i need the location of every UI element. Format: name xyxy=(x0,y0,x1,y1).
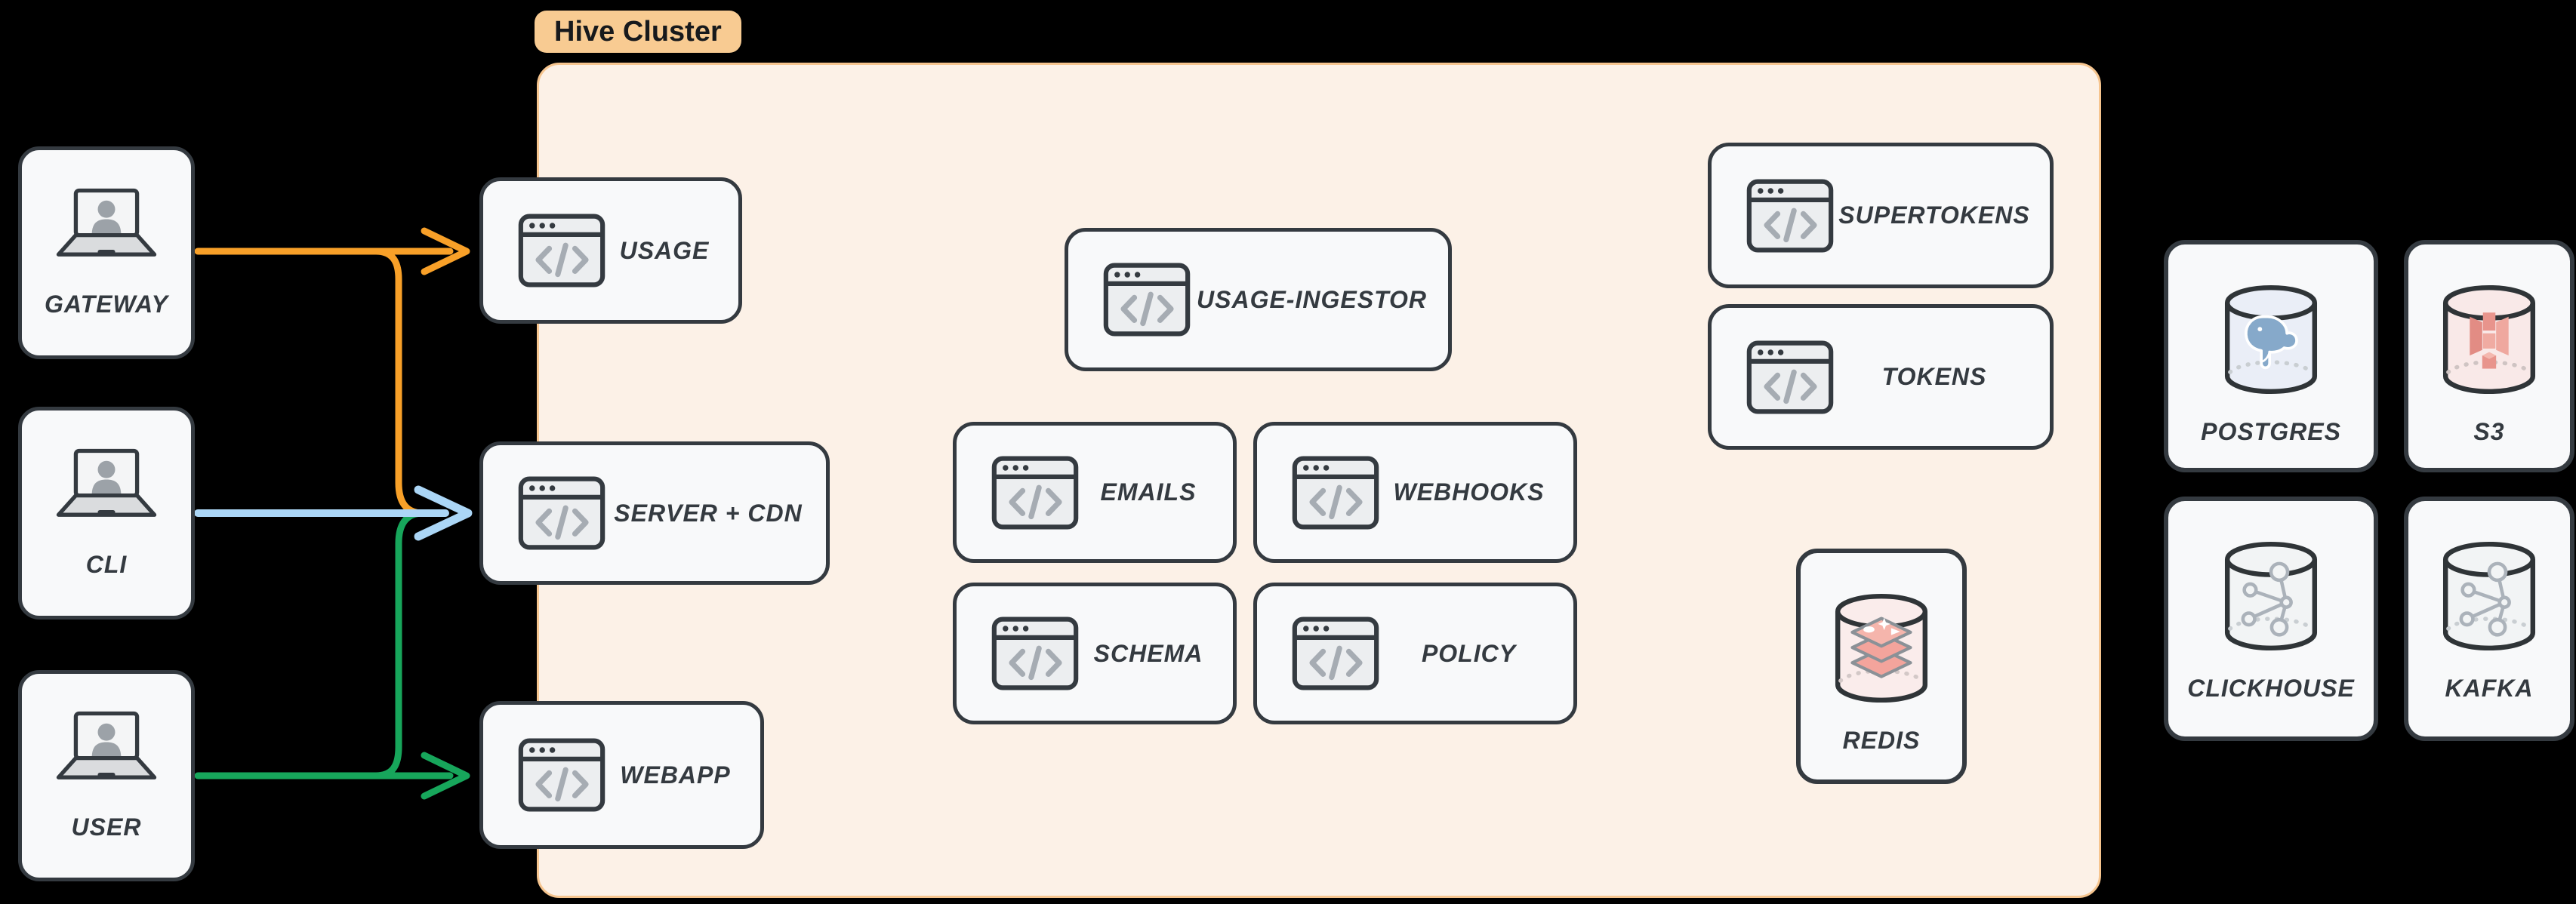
code-window-icon xyxy=(518,738,605,812)
service-label: USAGE-INGESTOR xyxy=(1197,285,1427,313)
service-label: SERVER + CDN xyxy=(614,499,803,527)
node-s3: S3 xyxy=(2404,240,2574,472)
node-redis: REDIS xyxy=(1796,549,1967,784)
arrowhead-usage xyxy=(421,227,470,275)
arrowhead-server-cdn xyxy=(414,485,473,541)
service-label: USAGE xyxy=(619,236,710,264)
node-usage: USAGE xyxy=(479,177,742,324)
arrow-gateway-to-server-cdn xyxy=(372,248,443,517)
node-policy: POLICY xyxy=(1253,583,1577,724)
laptop-user-icon xyxy=(50,710,163,785)
node-postgres: POSTGRES xyxy=(2164,240,2378,472)
code-window-icon xyxy=(1746,179,1834,253)
database-label: KAFKA xyxy=(2445,675,2534,702)
node-tokens: TOKENS xyxy=(1708,304,2054,450)
service-label: WEBAPP xyxy=(620,761,731,789)
redis-cylinder-icon xyxy=(1829,589,1934,707)
code-window-icon xyxy=(518,214,605,287)
code-window-icon xyxy=(1292,617,1379,690)
node-webhooks: WEBHOOKS xyxy=(1253,422,1577,563)
laptop-user-icon xyxy=(50,187,163,262)
code-window-icon xyxy=(991,456,1079,530)
node-webapp: WEBAPP xyxy=(479,701,764,849)
node-usage-ingestor: USAGE-INGESTOR xyxy=(1065,228,1452,371)
code-window-icon xyxy=(1292,456,1379,530)
database-label: REDIS xyxy=(1842,727,1921,754)
database-label: CLICKHOUSE xyxy=(2187,675,2355,702)
node-server-cdn: SERVER + CDN xyxy=(479,441,830,585)
postgres-cylinder-icon xyxy=(2219,281,2323,398)
node-schema: SCHEMA xyxy=(953,583,1237,724)
network-cylinder-icon xyxy=(2437,537,2541,655)
service-label: TOKENS xyxy=(1881,363,1987,390)
cluster-label: Hive Cluster xyxy=(535,11,741,53)
database-label: POSTGRES xyxy=(2201,418,2341,445)
service-label: SCHEMA xyxy=(1093,639,1203,667)
node-gateway: GATEWAY xyxy=(18,146,195,359)
node-user: USER xyxy=(18,670,195,881)
node-cli: CLI xyxy=(18,407,195,620)
code-window-icon xyxy=(518,476,605,550)
code-window-icon xyxy=(1103,263,1191,337)
database-label: S3 xyxy=(2473,418,2505,445)
arrowhead-webapp xyxy=(421,752,470,800)
node-kafka: KAFKA xyxy=(2404,497,2574,741)
code-window-icon xyxy=(991,617,1079,690)
code-window-icon xyxy=(1746,340,1834,414)
actor-label: GATEWAY xyxy=(44,291,169,318)
actor-label: CLI xyxy=(85,551,128,578)
service-label: POLICY xyxy=(1421,639,1517,667)
node-clickhouse: CLICKHOUSE xyxy=(2164,497,2378,741)
service-label: WEBHOOKS xyxy=(1393,478,1545,506)
service-label: EMAILS xyxy=(1100,478,1197,506)
node-supertokens: SUPERTOKENS xyxy=(1708,143,2054,288)
s3-cylinder-icon xyxy=(2437,281,2541,398)
actor-label: USER xyxy=(71,813,142,841)
node-emails: EMAILS xyxy=(953,422,1237,563)
service-label: SUPERTOKENS xyxy=(1838,201,2030,229)
arrow-user-to-server-cdn xyxy=(372,509,443,779)
network-cylinder-icon xyxy=(2219,537,2323,655)
laptop-user-icon xyxy=(50,447,163,522)
